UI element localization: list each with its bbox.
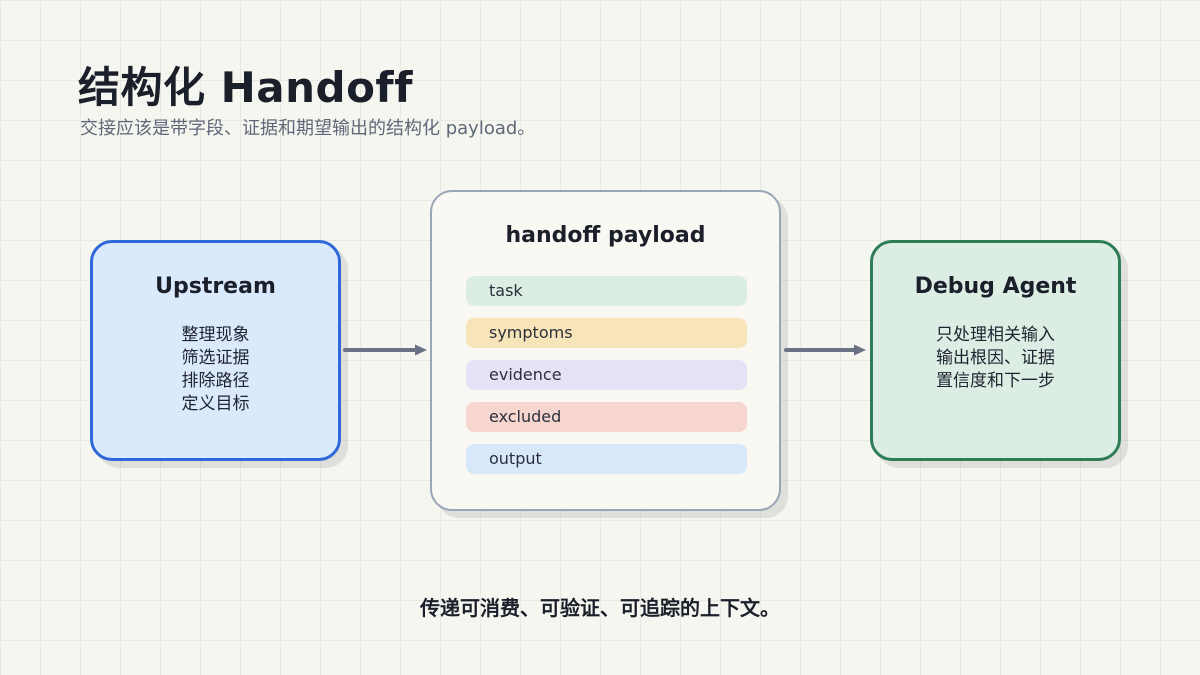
- arrow-upstream-to-payload: [343, 344, 427, 356]
- upstream-line: 定义目标: [181, 394, 250, 414]
- field-symptoms: symptoms: [466, 318, 747, 348]
- debug-agent-title: Debug Agent: [914, 274, 1077, 299]
- upstream-line: 筛选证据: [181, 348, 250, 368]
- upstream-title: Upstream: [155, 274, 276, 299]
- payload-title: handoff payload: [505, 223, 706, 248]
- field-excluded: excluded: [466, 402, 747, 432]
- payload-fields: task symptoms evidence excluded output: [466, 276, 747, 486]
- field-output: output: [466, 444, 747, 474]
- payload-node: handoff payload task symptoms evidence e…: [430, 190, 781, 511]
- debug-agent-line: 只处理相关输入: [936, 325, 1055, 345]
- upstream-line: 排除路径: [181, 371, 250, 391]
- footer-summary: 传递可消费、可验证、可追踪的上下文。: [420, 596, 780, 620]
- field-task: task: [466, 276, 747, 306]
- debug-agent-node: Debug Agent 只处理相关输入 输出根因、证据 置信度和下一步: [870, 240, 1121, 461]
- field-evidence: evidence: [466, 360, 747, 390]
- page-title: 结构化 Handoff: [78, 63, 413, 112]
- debug-agent-line: 置信度和下一步: [936, 371, 1055, 391]
- upstream-line: 整理现象: [181, 325, 250, 345]
- page-subtitle: 交接应该是带字段、证据和期望输出的结构化 payload。: [80, 118, 536, 139]
- debug-agent-line: 输出根因、证据: [936, 348, 1055, 368]
- upstream-node: Upstream 整理现象 筛选证据 排除路径 定义目标: [90, 240, 341, 461]
- debug-agent-lines: 只处理相关输入 输出根因、证据 置信度和下一步: [873, 324, 1118, 393]
- arrow-payload-to-debug: [784, 344, 866, 356]
- upstream-lines: 整理现象 筛选证据 排除路径 定义目标: [93, 324, 338, 416]
